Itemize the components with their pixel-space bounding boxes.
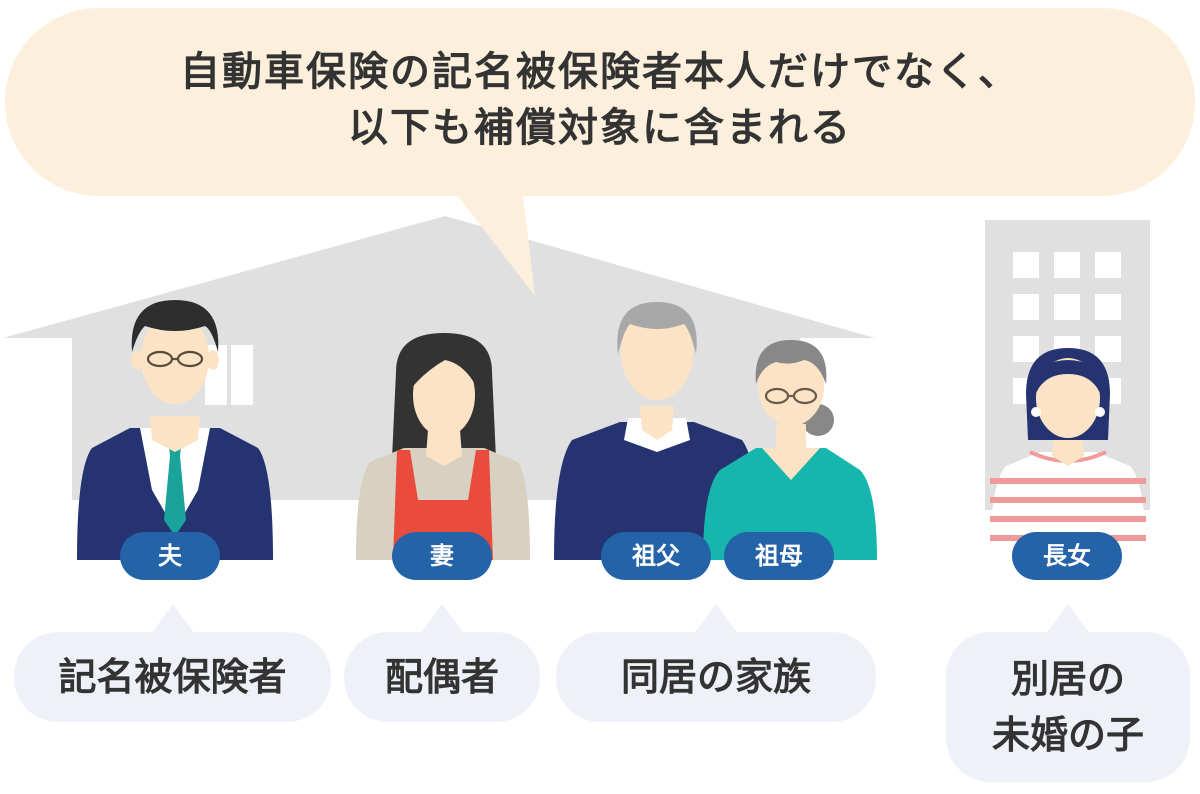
label-named-insured: 記名被保険者 — [14, 604, 331, 722]
badge-wife: 妻 — [392, 532, 492, 580]
earring-icon — [1031, 407, 1041, 417]
husband-figure — [77, 300, 273, 560]
badge-eldest-daughter: 長女 — [1012, 532, 1122, 580]
label-separate-unmarried-child: 別居の 未婚の子 — [946, 604, 1190, 782]
glasses-icon — [146, 350, 204, 368]
label-separate-child-line-1: 別居の — [1010, 657, 1125, 701]
headline-line-1: 自動車保険の記名被保険者本人だけでなく、 — [180, 49, 1020, 95]
label-spouse-text: 配偶者 — [384, 655, 499, 699]
speech-headline: 自動車保険の記名被保険者本人だけでなく、 以下も補償対象に含まれる — [40, 44, 1160, 156]
label-cohabiting-family-text: 同居の家族 — [620, 655, 811, 699]
label-cohabiting-family: 同居の家族 — [556, 604, 876, 722]
badge-grandmother: 祖母 — [724, 532, 834, 580]
earring-icon — [1095, 407, 1105, 417]
label-separate-child-line-2: 未婚の子 — [991, 713, 1144, 757]
badge-husband: 夫 — [120, 532, 220, 580]
speech-bubble — [5, 8, 1195, 296]
headline-line-2: 以下も補償対象に含まれる — [348, 105, 852, 151]
house-window — [231, 345, 253, 405]
badge-grandfather: 祖父 — [601, 532, 711, 580]
glasses-icon — [764, 387, 818, 405]
label-named-insured-text: 記名被保険者 — [58, 655, 287, 699]
label-separate-child-text: 別居の 未婚の子 — [992, 651, 1144, 763]
label-spouse: 配偶者 — [344, 604, 540, 722]
